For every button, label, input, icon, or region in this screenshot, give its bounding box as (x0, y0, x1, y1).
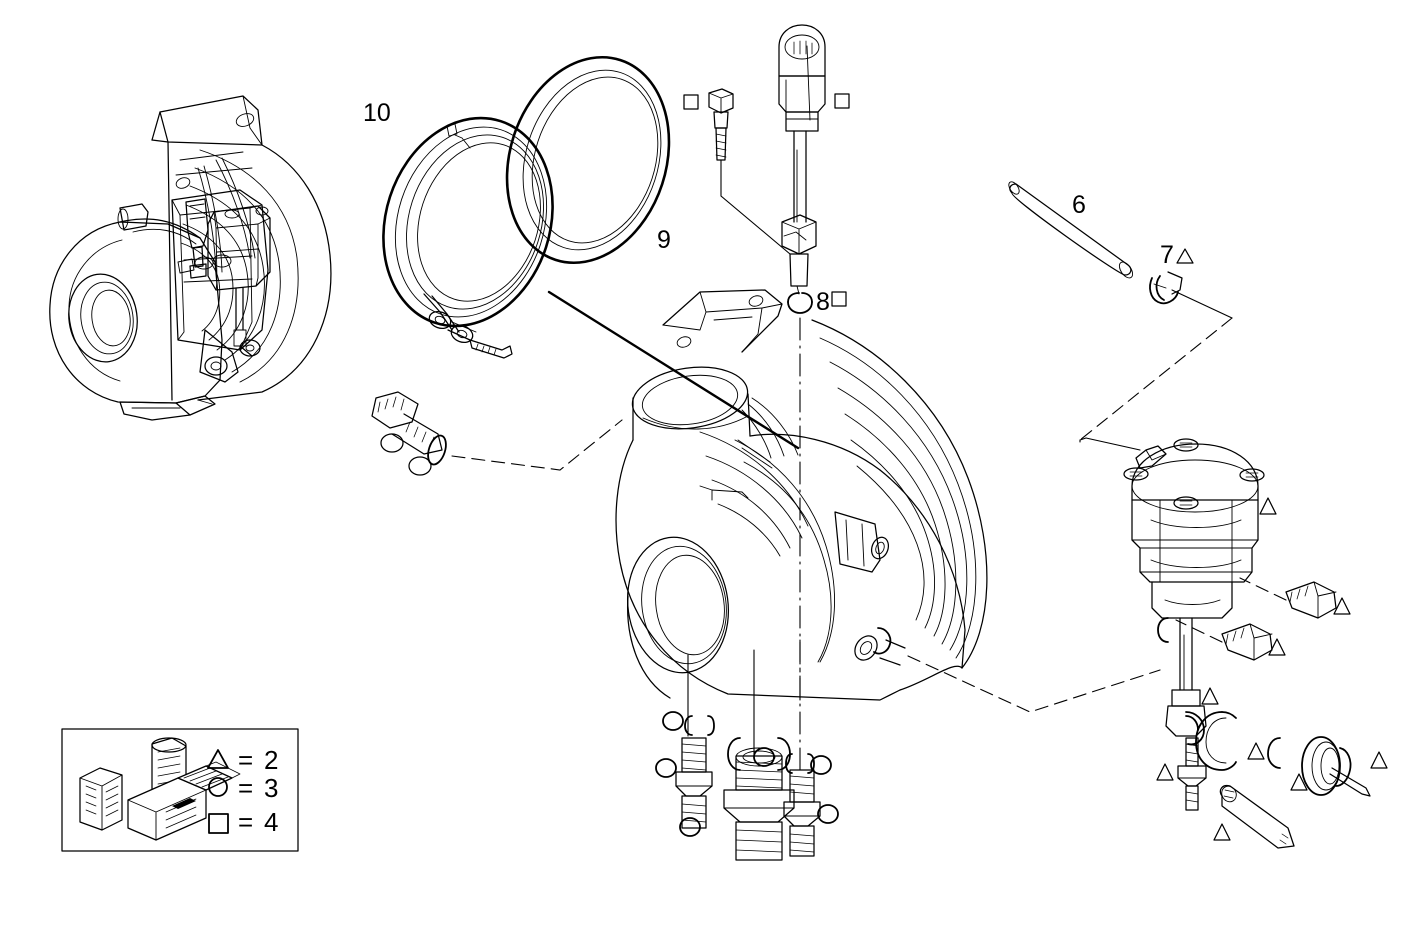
assembly-blocks-icon (79, 737, 241, 841)
callout-7: 7 (1160, 241, 1174, 269)
callout-8: 8 (816, 288, 830, 316)
lower-right-parts (1156, 687, 1388, 849)
triangle-symbol (207, 749, 229, 769)
legend-equals-2: = (238, 773, 253, 803)
symbol-quantity-legend: = 2 = 3 = 4 (61, 728, 299, 852)
callout-10: 10 (363, 99, 391, 127)
legend-row-circle: = 3 (208, 773, 278, 803)
triangle-marker (1201, 687, 1219, 705)
circle-marker (662, 711, 684, 731)
square-marker (834, 93, 850, 109)
circle-marker (817, 804, 839, 824)
legend-count-3: 4 (264, 807, 278, 837)
threaded-fitting-c (783, 639, 839, 857)
o-ring (408, 456, 432, 476)
triangle-marker (1290, 773, 1308, 791)
legend-count-2: 3 (264, 773, 278, 803)
banjo-fitting-left (371, 391, 623, 476)
triangle-marker (1268, 638, 1286, 656)
square-marker-group (683, 93, 850, 110)
triangle-marker (1213, 823, 1231, 841)
o-ring (380, 433, 404, 453)
circle-marker (655, 758, 677, 778)
triangle-marker (1259, 497, 1277, 515)
triangle-marker (1370, 751, 1388, 769)
circle-marker (810, 755, 832, 775)
hose-clamp: 7 (1079, 241, 1233, 443)
turbocharger-assembly-left (49, 95, 332, 421)
square-marker (683, 94, 699, 110)
v-band-clamp: 10 (363, 99, 800, 450)
threaded-fitting-a (655, 654, 715, 837)
gasket-ring: 9 (505, 55, 671, 265)
legend-row-triangle: = 2 (207, 745, 278, 775)
hose: 6 (1008, 181, 1134, 279)
threaded-fitting-b (723, 649, 795, 861)
triangle-marker (1176, 248, 1194, 264)
compressor-housing-center (615, 289, 1161, 713)
square-symbol (208, 813, 229, 834)
legend-row-square: = 4 (208, 807, 278, 837)
circle-marker (679, 817, 701, 837)
callout-9: 9 (657, 226, 671, 254)
wastegate-actuator (1079, 437, 1351, 746)
o-ring (427, 434, 447, 466)
triangle-marker (1333, 597, 1351, 615)
circle-symbol (208, 777, 228, 797)
circle-marker (753, 747, 775, 767)
legend-equals-3: = (238, 807, 253, 837)
square-marker (831, 291, 847, 307)
triangle-marker (1247, 742, 1265, 760)
legend-equals-1: = (238, 745, 253, 775)
legend-count-1: 2 (264, 745, 278, 775)
hex-bolt-top (708, 88, 791, 255)
triangle-marker (1156, 763, 1174, 781)
callout-6: 6 (1072, 191, 1086, 219)
